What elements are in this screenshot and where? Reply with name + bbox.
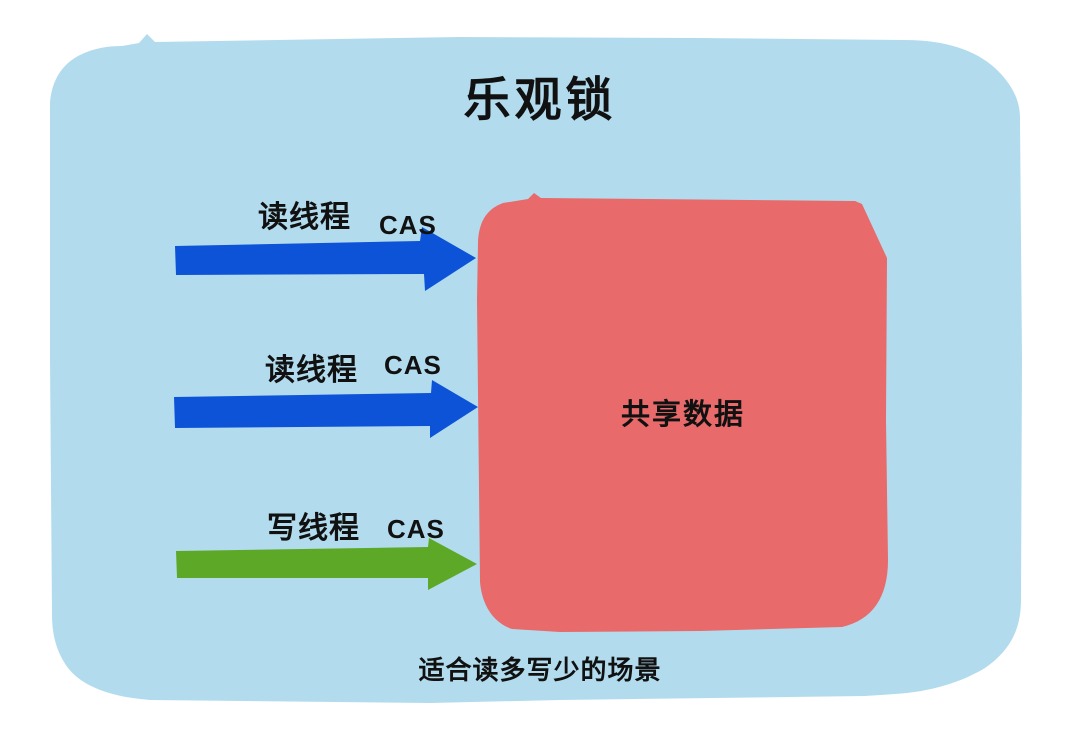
read-thread-2-label: 读线程	[265, 354, 358, 387]
write-thread-label: 写线程	[267, 512, 360, 545]
shared-data-box	[477, 193, 888, 632]
cas-label-2: CAS	[384, 350, 442, 380]
cas-label-1: CAS	[379, 210, 437, 240]
shared-data-label: 共享数据	[620, 399, 745, 431]
read-thread-arrow-1	[175, 227, 476, 291]
write-thread-arrow	[176, 538, 477, 590]
read-thread-1-label: 读线程	[258, 201, 351, 234]
cas-label-3: CAS	[387, 514, 445, 544]
footer-note: 适合读多写少的场景	[418, 655, 662, 685]
read-thread-arrow-2	[174, 380, 478, 438]
diagram-title: 乐观锁	[463, 73, 617, 126]
